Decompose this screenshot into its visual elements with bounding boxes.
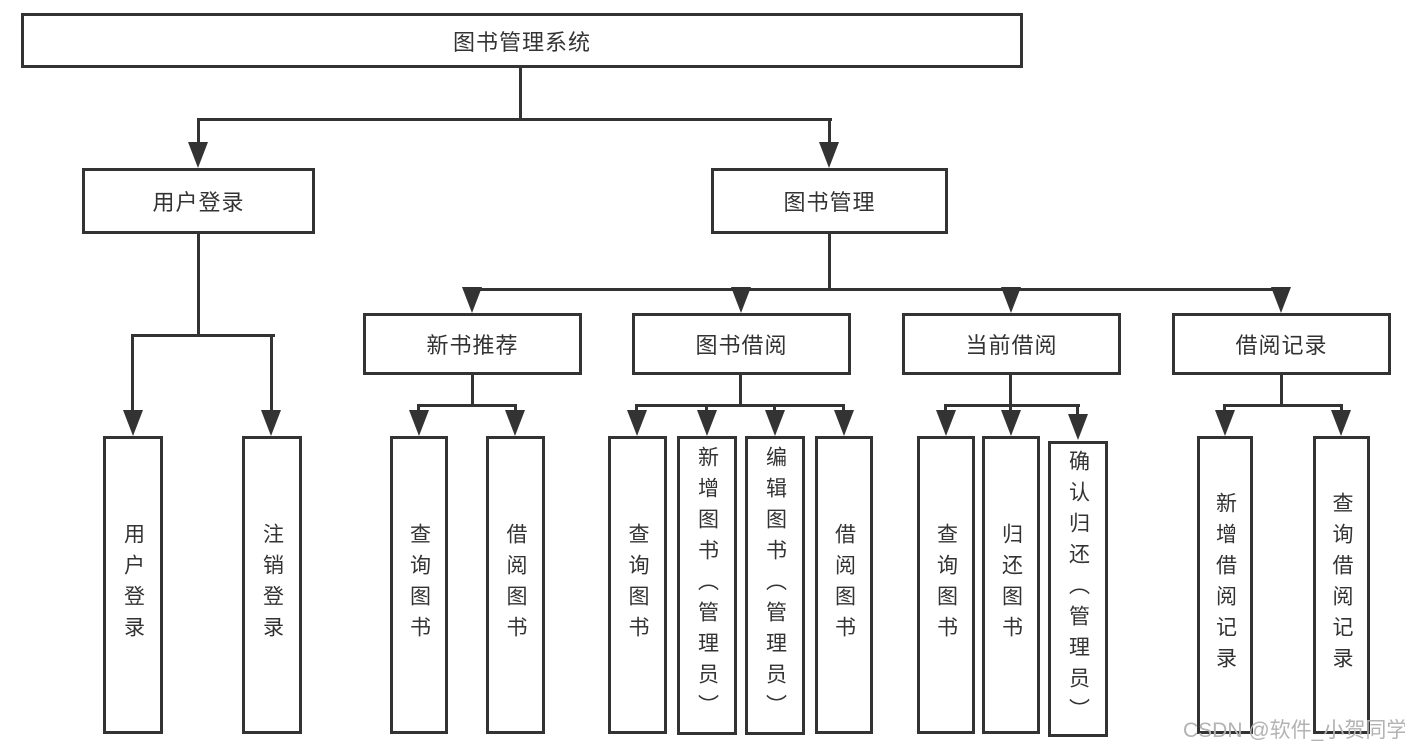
leaf-borrow-books-a: 借阅图书 xyxy=(486,436,545,734)
arrow-into-user-login xyxy=(188,142,208,168)
arrow-into-leaf-logout xyxy=(261,410,281,436)
arrow-into-edit-books xyxy=(765,410,785,436)
connector-root-hbar xyxy=(197,118,832,121)
leaf-query-books-c-label: 查询图书 xyxy=(934,523,958,647)
leaf-add-borrow-record: 新增借阅记录 xyxy=(1197,436,1253,734)
leaf-query-books-a: 查询图书 xyxy=(390,436,448,734)
connector-drop xyxy=(1340,404,1343,412)
node-current-borrowing: 当前借阅 xyxy=(902,313,1121,375)
connector-drop xyxy=(635,404,638,412)
leaf-query-books-a-label: 查询图书 xyxy=(407,523,431,647)
connector-new-book-hbar xyxy=(417,404,517,407)
node-user-login-label: 用户登录 xyxy=(152,190,245,215)
connector-user-login-drop xyxy=(197,118,200,152)
connector-user-login-stem xyxy=(197,234,200,336)
node-root: 图书管理系统 xyxy=(21,13,1023,68)
leaf-borrow-books-b-label: 借阅图书 xyxy=(832,523,856,647)
connector-leaf-logout-drop xyxy=(270,334,273,414)
arrow-into-book-management xyxy=(819,142,839,168)
connector-leaf-login-drop xyxy=(131,334,134,414)
node-current-borrowing-label: 当前借阅 xyxy=(965,333,1058,358)
arrow-into-borrow-books-a xyxy=(505,410,525,436)
connector-new-book-stem xyxy=(471,375,474,406)
node-borrowing-records: 借阅记录 xyxy=(1172,313,1391,375)
arrow-into-confirm-return xyxy=(1068,414,1088,440)
connector-drop xyxy=(773,404,776,412)
leaf-edit-books-admin: 编辑图书（管理员） xyxy=(745,436,805,735)
arrow-into-borrow-books-b xyxy=(834,410,854,436)
leaf-logout-label: 注销登录 xyxy=(260,523,284,647)
leaf-borrow-books-b: 借阅图书 xyxy=(815,436,873,734)
leaf-confirm-return-admin-label: 确认归还（管理员） xyxy=(1066,449,1090,729)
arrow-into-new-book-recommend xyxy=(462,287,482,313)
leaf-query-books-c: 查询图书 xyxy=(917,436,975,734)
arrow-into-current-borrowing xyxy=(1001,287,1021,313)
connector-current-borrowing-stem xyxy=(1009,375,1012,406)
connector-book-borrowing-stem xyxy=(739,375,742,406)
connector-drop xyxy=(842,404,845,412)
connector-drop xyxy=(514,404,517,412)
node-new-book-recommend: 新书推荐 xyxy=(363,313,582,375)
connector-current-borrowing-hbar xyxy=(944,404,1080,407)
leaf-user-login-label: 用户登录 xyxy=(121,523,145,647)
connector-drop xyxy=(1076,404,1079,416)
leaf-user-login: 用户登录 xyxy=(103,436,163,734)
node-book-management: 图书管理 xyxy=(711,168,948,234)
connector-drop xyxy=(944,404,947,412)
node-book-borrowing-label: 图书借阅 xyxy=(695,333,788,358)
node-new-book-recommend-label: 新书推荐 xyxy=(426,333,519,358)
connector-borrowing-records-stem xyxy=(1280,375,1283,406)
arrow-into-query-books-c xyxy=(936,410,956,436)
connector-book-management-drop xyxy=(828,118,831,152)
connector-drop xyxy=(417,404,420,412)
connector-book-borrowing-hbar xyxy=(635,404,844,407)
leaf-query-borrow-record-label: 查询借阅记录 xyxy=(1330,492,1353,678)
arrow-into-query-books-a xyxy=(409,410,429,436)
connector-drop xyxy=(705,404,708,412)
csdn-watermark: CSDN @软件_小贺同学 xyxy=(1183,719,1405,742)
arrow-into-query-books-b xyxy=(627,410,647,436)
arrow-into-borrowing-records xyxy=(1271,287,1291,313)
arrow-into-return-books xyxy=(1001,410,1021,436)
leaf-confirm-return-admin: 确认归还（管理员） xyxy=(1048,441,1108,737)
arrow-into-query-borrow-record xyxy=(1331,410,1351,436)
connector-book-management-hbar xyxy=(471,288,1284,291)
node-book-management-label: 图书管理 xyxy=(783,190,876,215)
connector-user-login-hbar xyxy=(131,334,275,337)
leaf-return-books: 归还图书 xyxy=(982,436,1040,734)
node-user-login: 用户登录 xyxy=(82,168,315,234)
connector-book-management-stem xyxy=(828,234,831,291)
leaf-return-books-label: 归还图书 xyxy=(999,523,1023,647)
leaf-logout: 注销登录 xyxy=(242,436,302,734)
connector-borrowing-records-hbar xyxy=(1223,404,1343,407)
node-book-borrowing: 图书借阅 xyxy=(632,313,851,375)
leaf-query-borrow-record: 查询借阅记录 xyxy=(1313,436,1370,734)
arrow-into-add-borrow-record xyxy=(1215,410,1235,436)
arrow-into-add-books xyxy=(697,410,717,436)
leaf-add-books-admin-label: 新增图书（管理员） xyxy=(695,446,719,725)
connector-root-stem xyxy=(519,68,522,121)
connector-drop xyxy=(1223,404,1226,412)
leaf-query-books-b: 查询图书 xyxy=(608,436,667,734)
leaf-query-books-b-label: 查询图书 xyxy=(626,523,649,647)
arrow-into-book-borrowing xyxy=(731,287,751,313)
leaf-borrow-books-a-label: 借阅图书 xyxy=(504,523,527,647)
node-root-label: 图书管理系统 xyxy=(452,29,591,55)
leaf-add-borrow-record-label: 新增借阅记录 xyxy=(1213,492,1237,678)
arrow-into-leaf-login xyxy=(123,410,143,436)
leaf-add-books-admin: 新增图书（管理员） xyxy=(677,436,737,735)
node-borrowing-records-label: 借阅记录 xyxy=(1235,333,1328,358)
connector-drop xyxy=(1009,404,1012,412)
leaf-edit-books-admin-label: 编辑图书（管理员） xyxy=(763,446,787,725)
